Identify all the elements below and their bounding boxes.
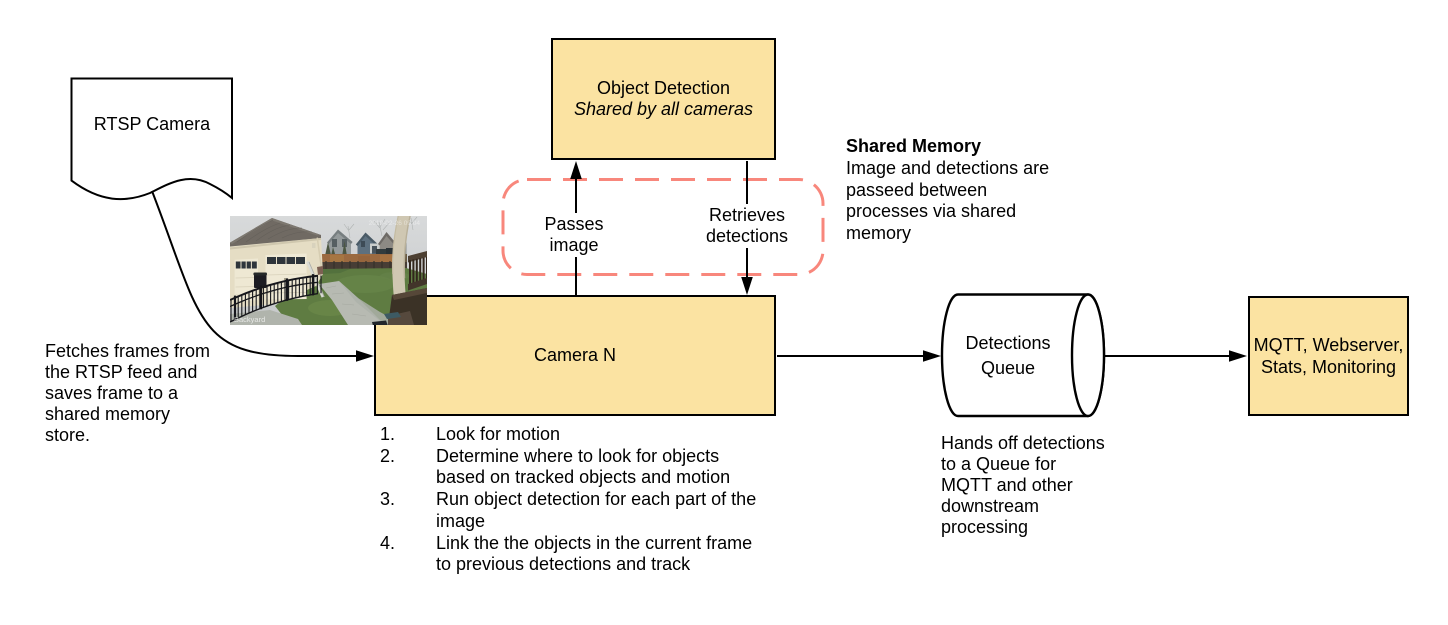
photo-scene xyxy=(230,216,427,325)
camera-step-4-text: Link the the objects in the current fram… xyxy=(436,532,753,575)
camera-steps-list: 1. Look for motion 2. Determine where to… xyxy=(380,424,756,576)
camera-step-2-text: Determine where to look for objects base… xyxy=(436,445,731,488)
photo-porch xyxy=(372,216,427,325)
photo-bare-trees xyxy=(343,216,418,239)
photo-watermark: Backyard xyxy=(234,315,265,324)
camera-step-3-text: Run object detection for each part of th… xyxy=(436,489,757,531)
detections-queue-shape xyxy=(940,293,1106,418)
edge-queue-to-mqtt xyxy=(1104,350,1247,362)
object-detection-subtitle: Shared by all cameras xyxy=(573,99,754,119)
camera-step-2: 2. Determine where to look for objects b… xyxy=(380,446,756,489)
mqtt-webserver-label: MQTT, Webserver, Stats, Monitoring xyxy=(1253,334,1404,377)
retrieves-detections-edge-label: Retrieves detections xyxy=(702,204,792,248)
detections-queue-label: Detections Queue xyxy=(965,332,1051,378)
shared-memory-annotation: Shared Memory Image and detections are p… xyxy=(846,136,1049,245)
edge-rtsp-to-camera xyxy=(151,190,374,362)
camera-step-4-number: 4. xyxy=(380,532,396,553)
hands-off-annotation: Hands off detections to a Queue for MQTT… xyxy=(941,433,1105,537)
photo-iron-fence xyxy=(230,274,322,323)
rtsp-camera-shape xyxy=(70,77,233,201)
camera-step-2-number: 2. xyxy=(380,445,396,466)
camera-snapshot-photo: 2019-02-26 09:04 Backyard xyxy=(230,216,427,325)
rtsp-camera-label: RTSP Camera xyxy=(93,113,211,134)
shared-memory-annotation-title: Shared Memory xyxy=(846,136,982,156)
camera-step-1: 1. Look for motion xyxy=(380,424,756,446)
edge-camera-to-queue xyxy=(777,350,941,362)
camera-n-label: Camera N xyxy=(533,344,617,365)
shared-memory-annotation-text: Image and detections are passeed between… xyxy=(846,157,1050,244)
camera-step-3: 3. Run object detection for each part of… xyxy=(380,489,756,532)
mqtt-webserver-node: MQTT, Webserver, Stats, Monitoring xyxy=(1248,296,1409,416)
camera-step-4: 4. Link the the objects in the current f… xyxy=(380,533,756,576)
photo-downspout-shadow xyxy=(308,261,325,298)
photo-back-fence xyxy=(322,262,407,269)
camera-step-1-text: Look for motion xyxy=(436,424,561,444)
camera-n-node: Camera N xyxy=(374,295,776,416)
object-detection-title: Object Detection xyxy=(596,77,731,98)
camera-step-1-number: 1. xyxy=(380,424,396,444)
photo-back-fence-posts xyxy=(325,261,399,269)
shared-memory-dashed-boundary xyxy=(501,178,825,276)
fetches-frames-annotation: Fetches frames from the RTSP feed and sa… xyxy=(45,341,211,445)
camera-step-3-number: 3. xyxy=(380,489,396,510)
passes-image-edge-label: Passes image xyxy=(541,213,607,257)
photo-downspout xyxy=(306,260,325,298)
photo-timestamp: 2019-02-26 09:04 xyxy=(369,220,421,227)
object-detection-node: Object Detection Shared by all cameras xyxy=(551,38,776,160)
